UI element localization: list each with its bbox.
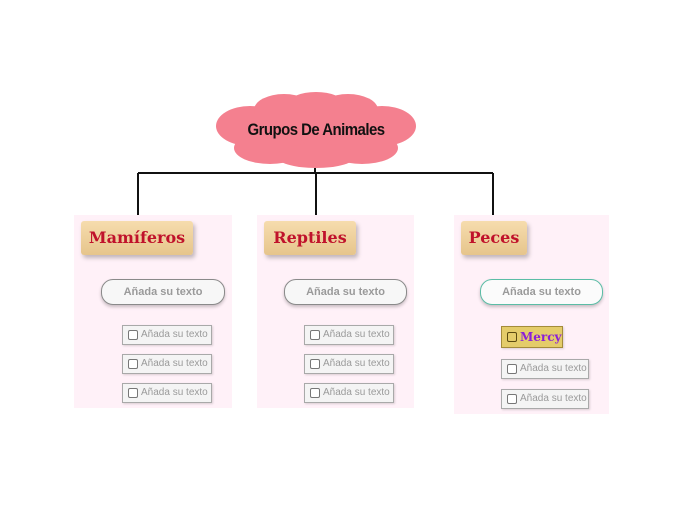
list-item[interactable]: Añada su texto xyxy=(304,383,394,403)
list-item[interactable]: Añada su texto xyxy=(122,325,212,345)
list-item[interactable]: Añada su texto xyxy=(501,389,589,409)
list-item-label: Añada su texto xyxy=(323,329,390,340)
list-item-label: Añada su texto xyxy=(520,393,587,404)
category-reptiles[interactable]: Reptiles xyxy=(264,221,356,255)
list-item-label: Añada su texto xyxy=(323,358,390,369)
cloud-shape xyxy=(216,92,416,168)
category-peces[interactable]: Peces xyxy=(461,221,527,255)
subtopic-mamiferos[interactable]: Añada su texto xyxy=(101,279,225,305)
checkbox-icon[interactable] xyxy=(310,330,320,340)
list-item-label: Añada su texto xyxy=(141,387,208,398)
list-item-highlighted[interactable]: Mercy xyxy=(501,326,563,348)
list-item[interactable]: Añada su texto xyxy=(304,354,394,374)
category-mamiferos[interactable]: Mamíferos xyxy=(81,221,193,255)
list-item-label: Añada su texto xyxy=(141,329,208,340)
list-item-label: Añada su texto xyxy=(323,387,390,398)
subtopic-reptiles[interactable]: Añada su texto xyxy=(284,279,407,305)
list-item-label: Mercy xyxy=(520,330,562,344)
list-item[interactable]: Añada su texto xyxy=(122,354,212,374)
checkbox-icon[interactable] xyxy=(310,388,320,398)
subtopic-peces[interactable]: Añada su texto xyxy=(480,279,603,305)
checkbox-icon[interactable] xyxy=(507,364,517,374)
list-item[interactable]: Añada su texto xyxy=(501,359,589,379)
list-item[interactable]: Añada su texto xyxy=(304,325,394,345)
list-item-label: Añada su texto xyxy=(141,358,208,369)
checkbox-icon[interactable] xyxy=(507,394,517,404)
checkbox-icon[interactable] xyxy=(128,388,138,398)
checkbox-icon[interactable] xyxy=(128,359,138,369)
central-topic[interactable]: Grupos De Animales xyxy=(210,90,422,172)
central-topic-label: Grupos De Animales xyxy=(247,120,385,139)
checkbox-icon[interactable] xyxy=(310,359,320,369)
list-item-label: Añada su texto xyxy=(520,363,587,374)
checkbox-icon[interactable] xyxy=(507,332,517,342)
list-item[interactable]: Añada su texto xyxy=(122,383,212,403)
checkbox-icon[interactable] xyxy=(128,330,138,340)
